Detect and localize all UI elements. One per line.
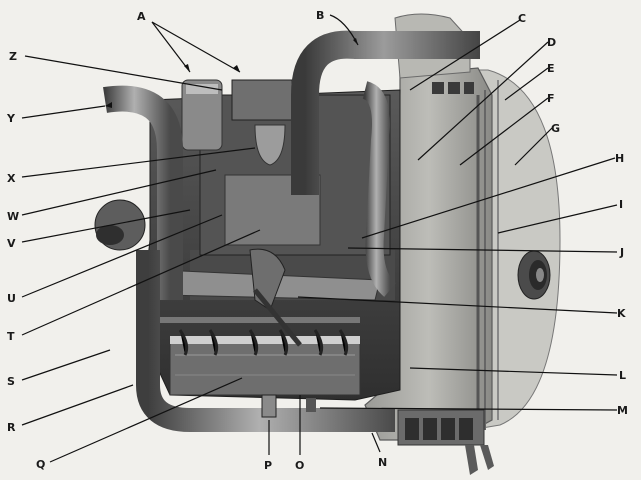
label-d: D [547,36,556,49]
label-g: G [551,122,560,135]
radiator-bottom-tank [397,409,494,475]
fan-pulley [517,250,551,300]
label-x: X [7,172,16,185]
label-w: W [7,210,19,223]
exhaust-pipe [103,85,395,432]
distributor [249,248,302,347]
callout-labels: A B C D E F G H I J K L M N O P Q R S T … [6,9,628,472]
air-intake-pipe [291,30,480,195]
label-e: E [547,62,555,75]
label-p: P [264,459,272,472]
label-c: C [518,12,526,25]
label-h: H [615,152,624,165]
label-l: L [619,369,626,382]
leader-arrowheads [105,38,358,108]
label-b: B [316,9,324,22]
label-a: A [137,10,146,23]
label-o: O [295,459,304,472]
ignition-wires [160,317,360,356]
drain-fittings [261,394,316,418]
label-j: J [619,246,624,259]
label-u: U [7,292,16,305]
label-m: M [617,404,628,417]
label-t: T [7,330,15,343]
label-n: N [378,456,387,469]
carburetor [231,79,293,166]
label-z: Z [9,50,17,63]
label-k: K [617,307,626,320]
label-f: F [547,92,555,105]
label-r: R [7,421,16,434]
water-outlet-hose [361,81,397,297]
label-s: S [7,375,15,388]
label-i: I [619,198,623,211]
air-cleaner [181,79,223,151]
leader-lines [21,14,618,463]
label-v: V [7,237,16,250]
label-q: Q [36,458,45,471]
label-y: Y [6,112,16,125]
generator [94,199,146,251]
